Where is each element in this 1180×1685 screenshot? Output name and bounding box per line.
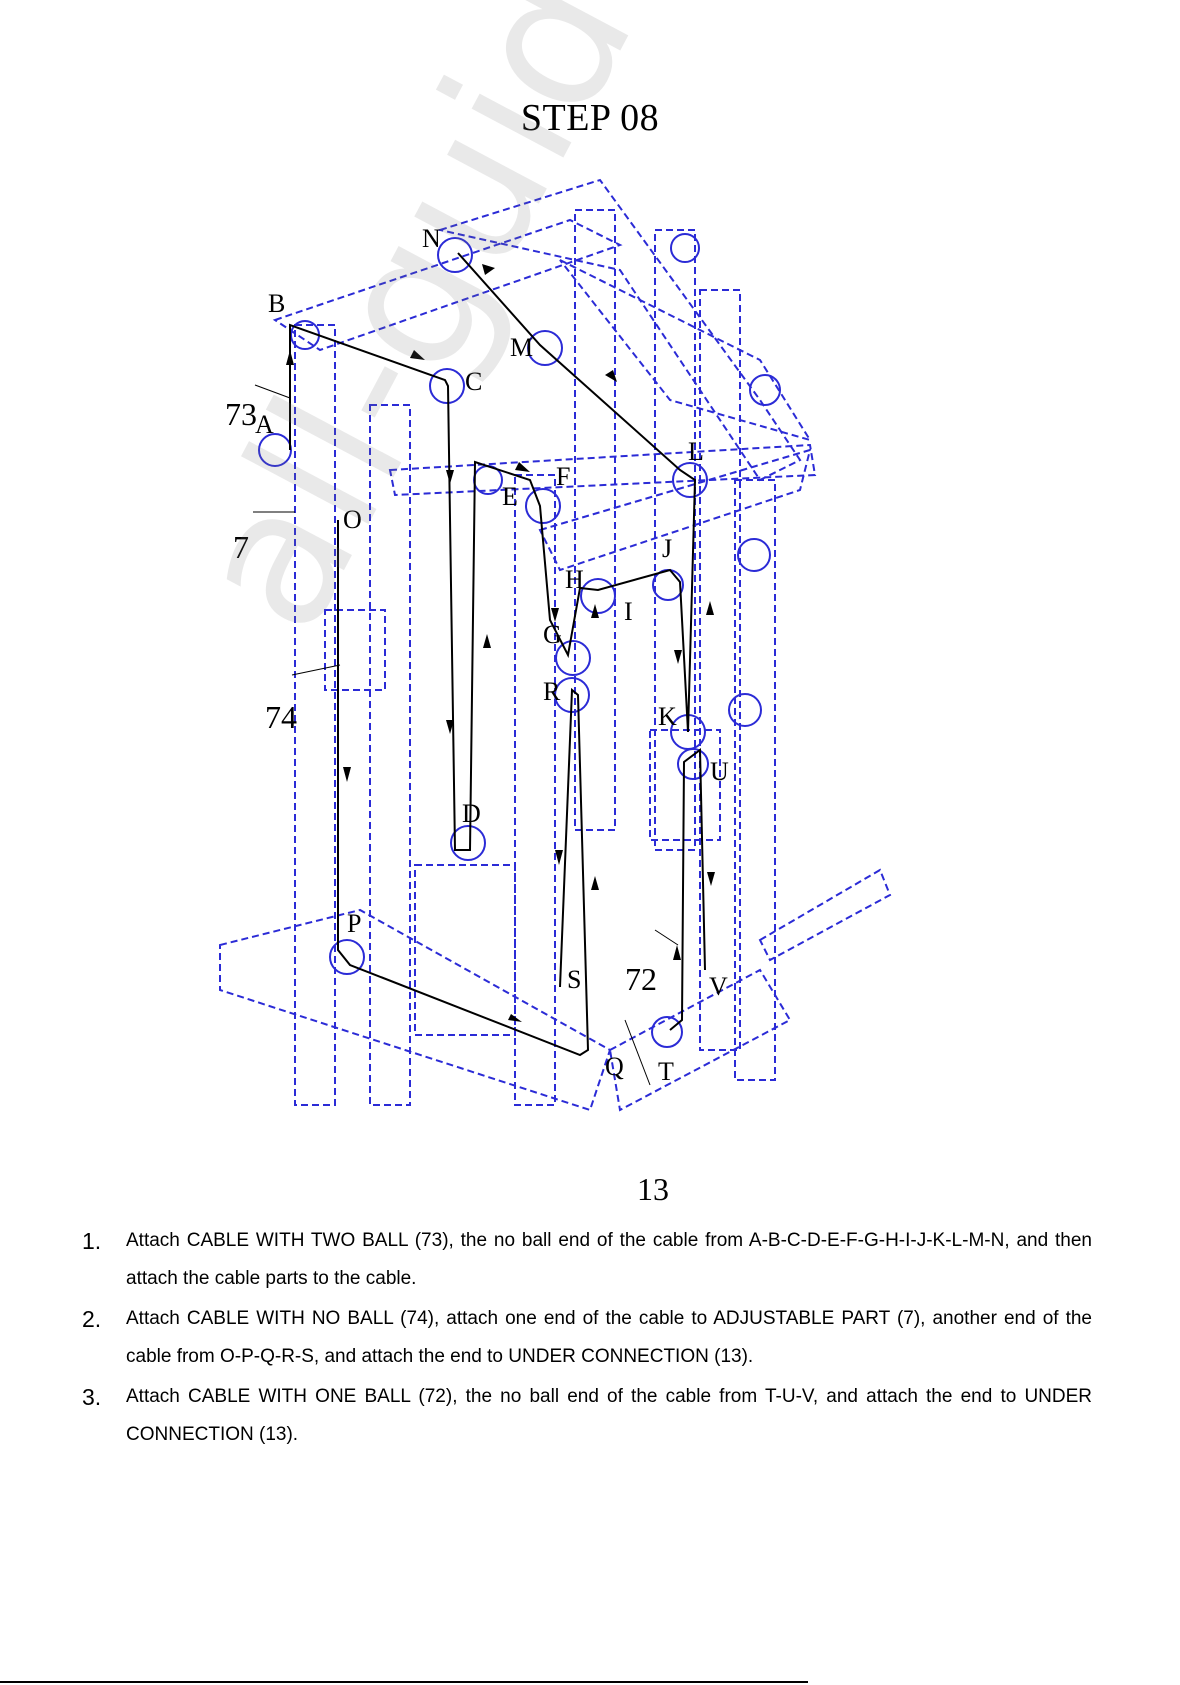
part-label-72: 72 — [625, 961, 657, 997]
point-label-o: O — [343, 505, 362, 534]
point-label-v: V — [709, 972, 728, 1001]
point-label-m: M — [510, 333, 533, 362]
part-label-74: 74 — [265, 699, 297, 735]
part-label-73: 73 — [225, 396, 257, 432]
point-label-i: I — [624, 597, 633, 626]
step-text: Attach CABLE WITH NO BALL (74), attach o… — [126, 1308, 1092, 1367]
point-label-u: U — [710, 757, 729, 786]
step-number: 1. — [82, 1228, 102, 1254]
cable-72 — [669, 748, 706, 1031]
point-label-d: D — [462, 799, 481, 828]
point-label-l: L — [688, 437, 704, 466]
point-label-g: G — [543, 620, 562, 649]
part-label-7: 7 — [233, 529, 249, 565]
cable-73 — [289, 252, 697, 851]
point-label-a: A — [255, 410, 274, 439]
step-text: Attach CABLE WITH TWO BALL (73), the no … — [126, 1230, 1092, 1289]
point-label-e: E — [502, 482, 518, 511]
point-label-r: R — [543, 677, 561, 706]
part-label-13: 13 — [637, 1171, 669, 1207]
step-text: Attach CABLE WITH ONE BALL (72), the no … — [126, 1386, 1092, 1445]
footer-rule — [0, 1681, 808, 1683]
instruction-step-3: 3. Attach CABLE WITH ONE BALL (72), the … — [82, 1378, 1092, 1454]
step-number: 2. — [82, 1306, 102, 1332]
point-label-f: F — [556, 462, 570, 491]
part-labels: 73 7 74 72 13 — [225, 396, 669, 1207]
point-label-n: N — [422, 224, 441, 253]
point-label-t: T — [658, 1057, 674, 1086]
point-label-q: Q — [605, 1052, 624, 1081]
instruction-step-2: 2. Attach CABLE WITH NO BALL (74), attac… — [82, 1300, 1092, 1376]
point-label-h: H — [565, 565, 584, 594]
instruction-list: 1. Attach CABLE WITH TWO BALL (73), the … — [82, 1222, 1092, 1456]
step-title: STEP 08 — [520, 97, 660, 139]
instruction-step-1: 1. Attach CABLE WITH TWO BALL (73), the … — [82, 1222, 1092, 1298]
point-labels: N B M C A L F E O J H I G R K U D P S V … — [255, 224, 729, 1086]
point-label-c: C — [465, 367, 482, 396]
cable-routing-illustration: N B M C A L F E O J H I G R K U D P S V … — [219, 178, 892, 1207]
machine-frame — [219, 178, 892, 1112]
point-label-b: B — [268, 289, 285, 318]
point-label-s: S — [567, 965, 581, 994]
point-label-j: J — [662, 534, 672, 563]
point-label-k: K — [658, 702, 677, 731]
point-label-p: P — [347, 909, 361, 938]
direction-arrows — [286, 264, 715, 1022]
step-number: 3. — [82, 1384, 102, 1410]
cable-74 — [337, 520, 590, 1057]
assembly-diagram: N B M C A L F E O J H I G R K U D P S V … — [200, 150, 980, 1210]
left-front-upright — [294, 324, 336, 1106]
